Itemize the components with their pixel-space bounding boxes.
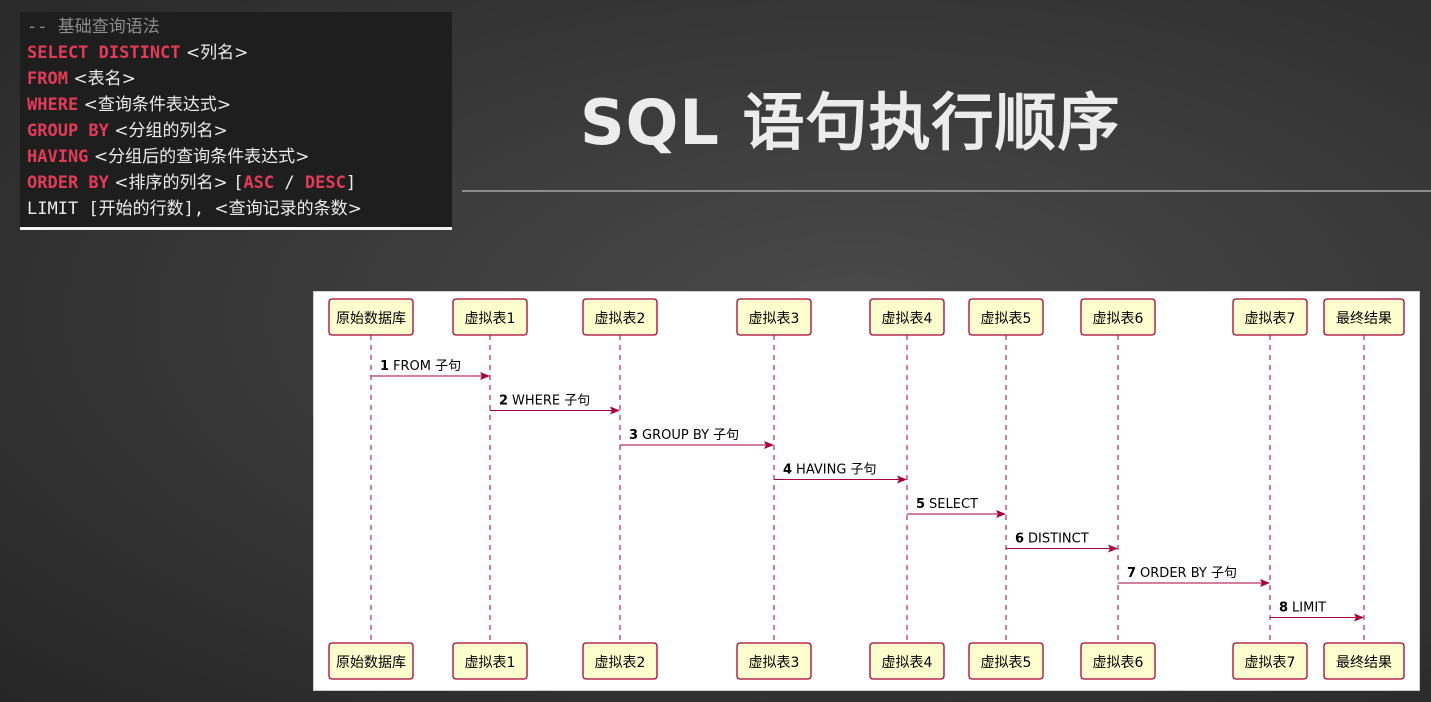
message-text: WHERE 子句 — [512, 394, 590, 409]
code-line: SELECT DISTINCT <列名> — [27, 40, 452, 66]
participant-label: 虚拟表6 — [1093, 311, 1144, 327]
code-line: WHERE <查询条件表达式> — [27, 92, 452, 118]
code-text: 开始的行数 — [98, 199, 184, 219]
participant-label: 虚拟表3 — [749, 655, 800, 671]
participant-box-top — [582, 298, 658, 336]
message-number: 1 — [380, 359, 389, 374]
sql-keyword: GROUP BY — [27, 121, 109, 141]
sql-keyword: SELECT DISTINCT — [27, 43, 181, 63]
message-number: 3 — [629, 428, 638, 443]
participant-box-bottom — [328, 642, 414, 680]
participant-label: 虚拟表1 — [465, 655, 516, 671]
sql-keyword: WHERE — [27, 95, 79, 115]
code-text: ] — [345, 173, 357, 193]
message-label: 5 SELECT — [916, 497, 978, 512]
sql-keyword: ASC — [243, 173, 275, 193]
participant-box-top — [1323, 298, 1405, 336]
code-text: / — [274, 173, 305, 193]
message-number: 2 — [499, 394, 508, 409]
code-text: <分组后的查询条件表达式> — [88, 147, 310, 167]
code-line: ORDER BY <排序的列名> [ASC / DESC] — [27, 170, 452, 196]
participant-label: 虚拟表5 — [981, 311, 1032, 327]
participant-label: 原始数据库 — [336, 655, 406, 671]
message-text: GROUP BY 子句 — [642, 428, 739, 443]
participant-box-bottom — [582, 642, 658, 680]
code-text: [ — [233, 173, 244, 193]
participant-label: 虚拟表5 — [981, 655, 1032, 671]
code-text: ], — [183, 199, 215, 219]
sql-keyword: DESC — [304, 173, 346, 193]
sql-keyword: ORDER BY — [27, 173, 109, 193]
title-divider — [462, 190, 1431, 192]
code-text: <排序的列名> — [108, 173, 234, 193]
code-text: <表名> — [67, 69, 136, 89]
participant-label: 原始数据库 — [336, 311, 406, 327]
message-label: 6 DISTINCT — [1015, 532, 1089, 547]
code-text: <分组的列名> — [108, 121, 228, 141]
slide-title: SQL 语句执行顺序 — [580, 86, 1121, 159]
code-text: <列名> — [180, 43, 249, 63]
participant-box-top — [1080, 298, 1156, 336]
message-text: FROM 子句 — [393, 359, 461, 374]
code-line: FROM <表名> — [27, 66, 452, 92]
code-text: <查询条件表达式> — [78, 95, 232, 115]
code-text: -- 基础查询语法 — [27, 17, 160, 37]
participant-box-bottom — [1232, 642, 1308, 680]
participant-label: 虚拟表2 — [595, 655, 646, 671]
participant-box-bottom — [736, 642, 812, 680]
participant-label: 虚拟表4 — [882, 655, 933, 671]
message-number: 7 — [1127, 566, 1136, 581]
message-label: 3 GROUP BY 子句 — [629, 428, 739, 443]
message-number: 4 — [783, 463, 792, 478]
code-text: LIMIT [ — [27, 199, 99, 219]
participant-box-bottom — [869, 642, 945, 680]
code-line: -- 基础查询语法 — [27, 14, 452, 40]
participant-box-top — [1232, 298, 1308, 336]
participant-label: 虚拟表6 — [1093, 655, 1144, 671]
code-line: LIMIT [开始的行数], <查询记录的条数> — [27, 196, 452, 222]
sql-keyword: HAVING — [27, 147, 89, 167]
message-text: ORDER BY 子句 — [1140, 566, 1237, 581]
participant-box-bottom — [968, 642, 1044, 680]
participant-label: 虚拟表4 — [882, 311, 933, 327]
participant-box-top — [736, 298, 812, 336]
participant-box-bottom — [1080, 642, 1156, 680]
participant-box-top — [328, 298, 414, 336]
message-label: 4 HAVING 子句 — [783, 463, 877, 478]
participant-box-top — [869, 298, 945, 336]
participant-label: 虚拟表7 — [1245, 311, 1296, 327]
message-label: 2 WHERE 子句 — [499, 394, 590, 409]
participant-label: 最终结果 — [1336, 655, 1392, 671]
message-number: 5 — [916, 497, 925, 512]
code-line: HAVING <分组后的查询条件表达式> — [27, 144, 452, 170]
participant-label: 虚拟表2 — [595, 311, 646, 327]
message-text: HAVING 子句 — [796, 463, 877, 478]
message-label: 8 LIMIT — [1279, 601, 1326, 616]
participant-box-top — [452, 298, 528, 336]
participant-box-bottom — [1323, 642, 1405, 680]
participant-label: 最终结果 — [1336, 311, 1392, 327]
code-line: GROUP BY <分组的列名> — [27, 118, 452, 144]
message-text: SELECT — [929, 497, 978, 512]
message-number: 8 — [1279, 601, 1288, 616]
participant-box-bottom — [452, 642, 528, 680]
message-text: DISTINCT — [1028, 532, 1089, 547]
code-text: <查询记录的条数> — [214, 199, 362, 219]
participant-label: 虚拟表3 — [749, 311, 800, 327]
message-label: 7 ORDER BY 子句 — [1127, 566, 1237, 581]
message-text: LIMIT — [1292, 601, 1326, 616]
participant-label: 虚拟表1 — [465, 311, 516, 327]
participant-box-top — [968, 298, 1044, 336]
message-number: 6 — [1015, 532, 1024, 547]
message-label: 1 FROM 子句 — [380, 359, 461, 374]
sql-keyword: FROM — [27, 69, 68, 89]
participant-label: 虚拟表7 — [1245, 655, 1296, 671]
